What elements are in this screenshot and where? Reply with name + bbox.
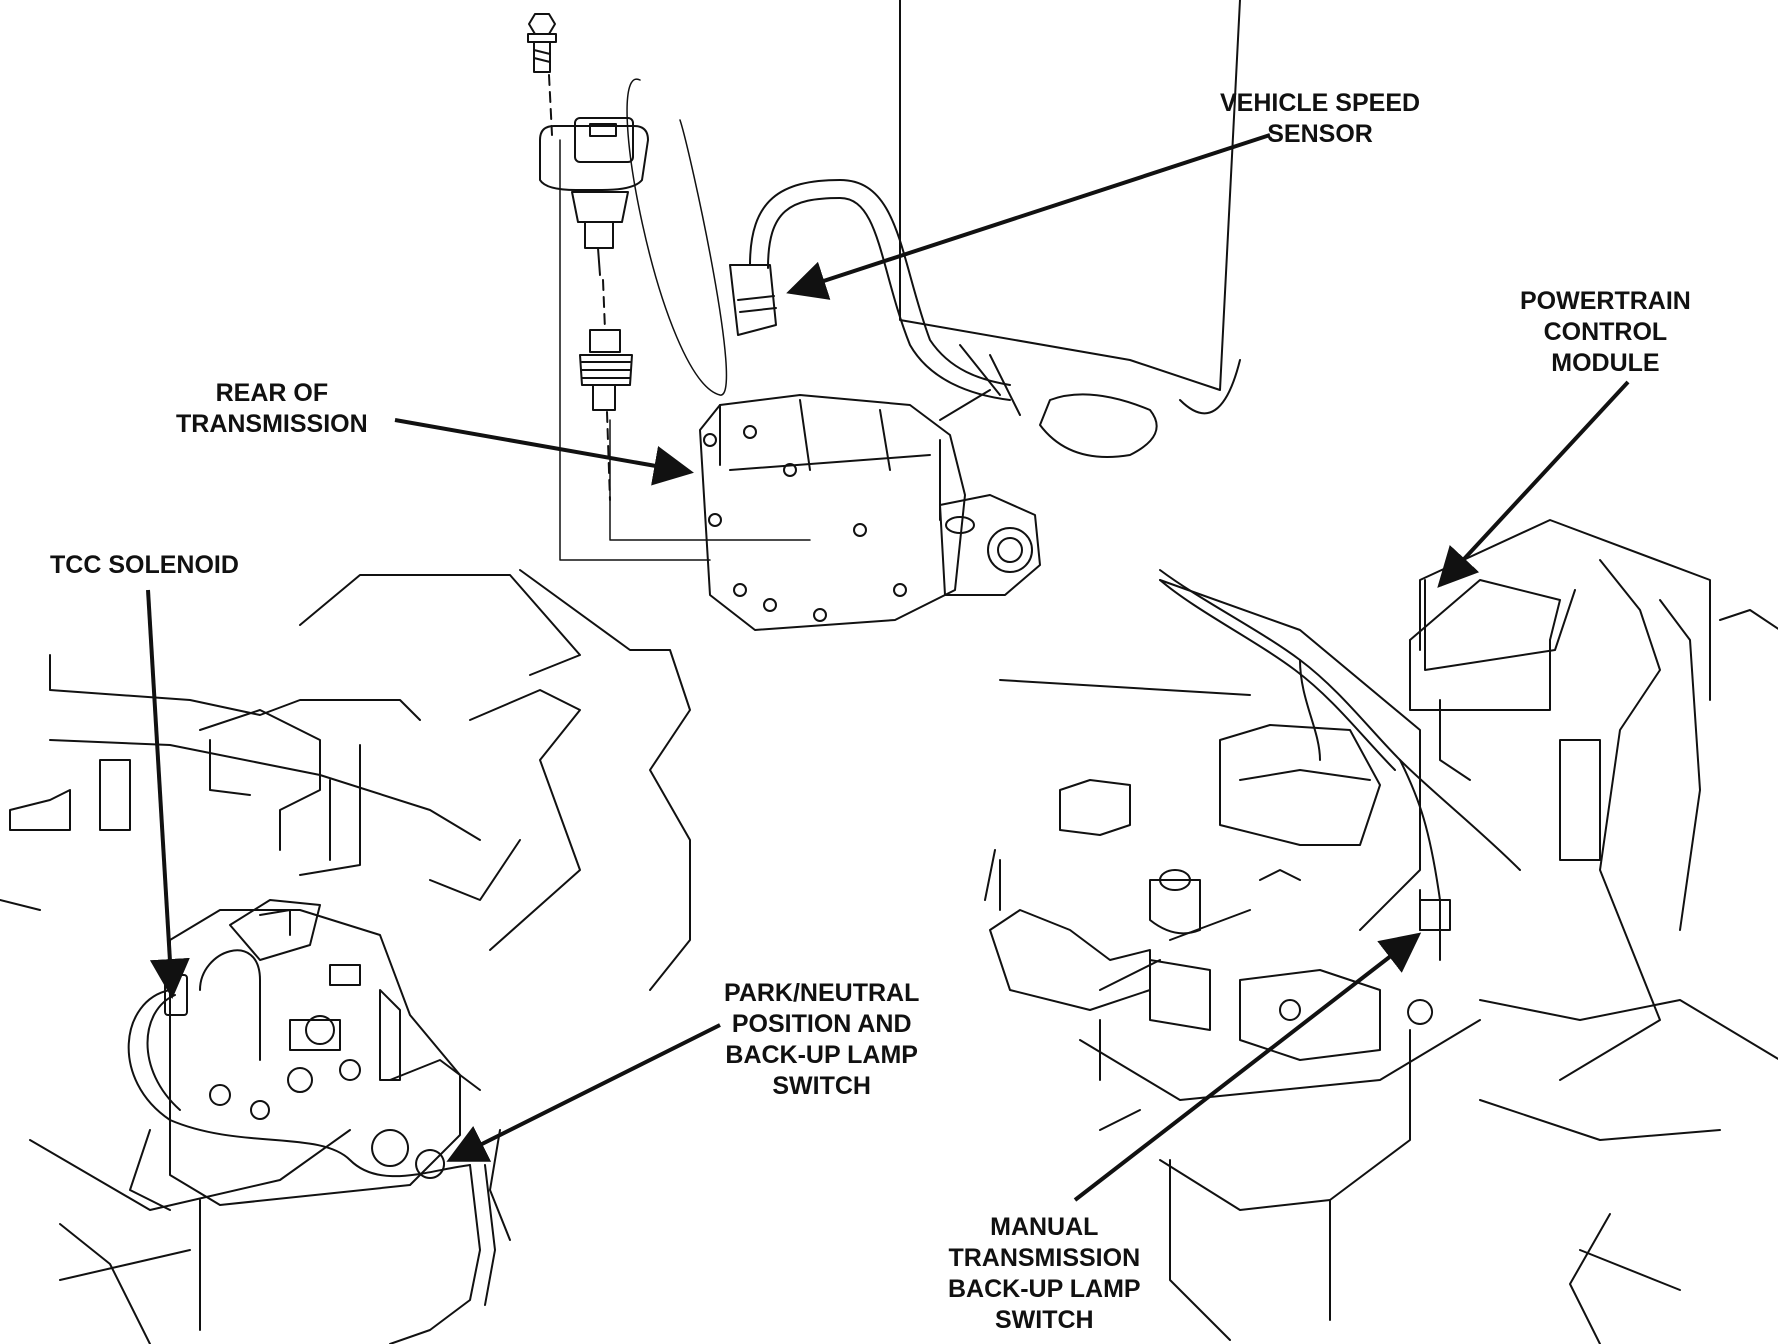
park-neutral-leader-arrow bbox=[446, 1023, 721, 1162]
mounting-bolt bbox=[527, 13, 557, 73]
rear-transmission-housing bbox=[699, 394, 1041, 631]
harness-connector bbox=[729, 179, 1011, 401]
transmission-left bbox=[129, 899, 511, 1241]
pcm-harness bbox=[1159, 569, 1521, 961]
manual-backup-leader-arrow bbox=[1073, 932, 1422, 1202]
gear-centerline bbox=[602, 279, 606, 331]
assembly-guide-line-2 bbox=[609, 419, 811, 541]
assembly-guide-line bbox=[559, 139, 711, 561]
label-manual-backup-switch: MANUAL TRANSMISSION BACK-UP LAMP SWITCH bbox=[948, 1213, 1141, 1334]
pinion-gear bbox=[579, 329, 633, 411]
pcm-leader-arrow bbox=[1437, 380, 1630, 588]
park-neutral-switch-body bbox=[415, 1149, 446, 1179]
tcc-leader-arrow bbox=[146, 589, 190, 999]
tcc-solenoid-wiring bbox=[127, 949, 496, 1344]
label-rear-of-transmission: REAR OF TRANSMISSION bbox=[176, 379, 368, 438]
engine-right bbox=[999, 519, 1778, 1344]
label-vehicle-speed-sensor: VEHICLE SPEED SENSOR bbox=[1220, 89, 1421, 148]
label-powertrain-control-module: POWERTRAIN CONTROL MODULE bbox=[1520, 287, 1691, 377]
vss-leader-arrow bbox=[786, 133, 1271, 300]
sensor-harness-loop bbox=[626, 78, 728, 396]
rear-transmission-leader-arrow bbox=[394, 418, 694, 486]
bolt-centerline bbox=[548, 74, 553, 136]
label-park-neutral-switch: PARK/NEUTRAL POSITION AND BACK-UP LAMP S… bbox=[724, 979, 920, 1100]
engine-block-upper bbox=[899, 0, 1241, 458]
speed-sensor-body bbox=[539, 117, 649, 276]
backup-switch-body bbox=[1407, 999, 1434, 1025]
pcm-module bbox=[1409, 579, 1561, 711]
label-tcc-solenoid: TCC SOLENOID bbox=[50, 551, 239, 579]
engine-left bbox=[0, 569, 691, 1344]
